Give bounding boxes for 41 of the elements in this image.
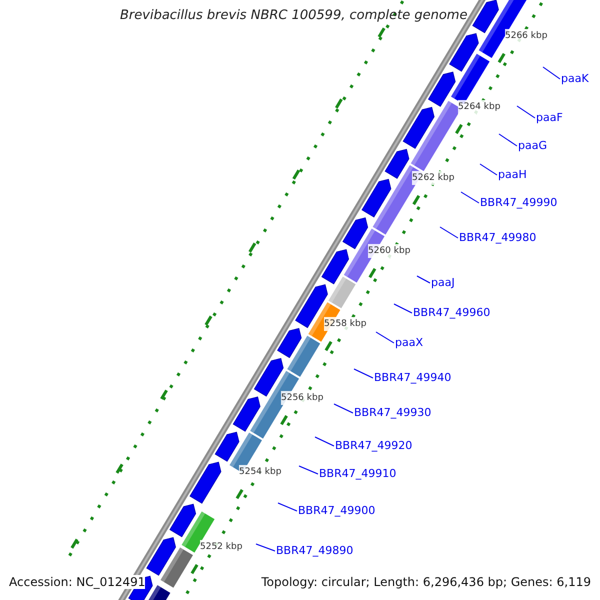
scale-label: 5256 kbp [281,391,324,405]
leader-line [376,332,394,344]
gene-label: paaJ [431,276,455,290]
scale-label: 5262 kbp [412,171,454,185]
summary-text: Topology: circular; Length: 6,296,436 bp; Genes: 6,119 [261,575,591,589]
gene-label: BBR47_49990 [480,196,558,210]
leader-line [542,66,560,80]
leader-line [440,226,458,238]
gene-label: paaK [561,72,589,86]
leader-line [314,436,334,446]
gene-label: BBR47_49890 [276,544,354,558]
scale-label: 5254 kbp [239,465,282,479]
leader-line [298,466,318,474]
scale-label: 5258 kbp [324,317,366,331]
gene-label: BBR47_49940 [374,371,452,385]
gene-label: paaH [498,168,527,182]
leader-line [256,544,276,552]
gene-label: paaX [395,336,423,350]
scale-label: 5264 kbp [458,100,500,114]
leader-line [480,164,498,176]
accession-label: Accession: NC_012491 [9,575,146,589]
leader-line [460,192,480,204]
diagram-title: Brevibacillus brevis NBRC 100599, complete genome [120,9,468,23]
leader-line [334,404,354,414]
scale-label: 5260 kbp [368,244,410,258]
gene-label: BBR47_49960 [413,306,490,320]
gene-label: BBR47_49900 [298,504,376,518]
leader-line [394,304,412,314]
scale-label: 5252 kbp [200,540,242,554]
leader-line [516,106,536,118]
gene-label: paaF [536,111,563,125]
gene-label: BBR47_49910 [319,467,396,481]
gene-label: BBR47_49930 [354,406,432,420]
gene-label: BBR47_49980 [459,231,536,245]
leader-line [498,134,518,146]
leader-line [416,276,430,284]
leader-line [354,368,374,378]
gene-label: paaG [518,139,547,153]
gene-label: BBR47_49920 [335,439,412,453]
leader-line [278,502,298,512]
scale-label: 5266 kbp [505,29,548,43]
